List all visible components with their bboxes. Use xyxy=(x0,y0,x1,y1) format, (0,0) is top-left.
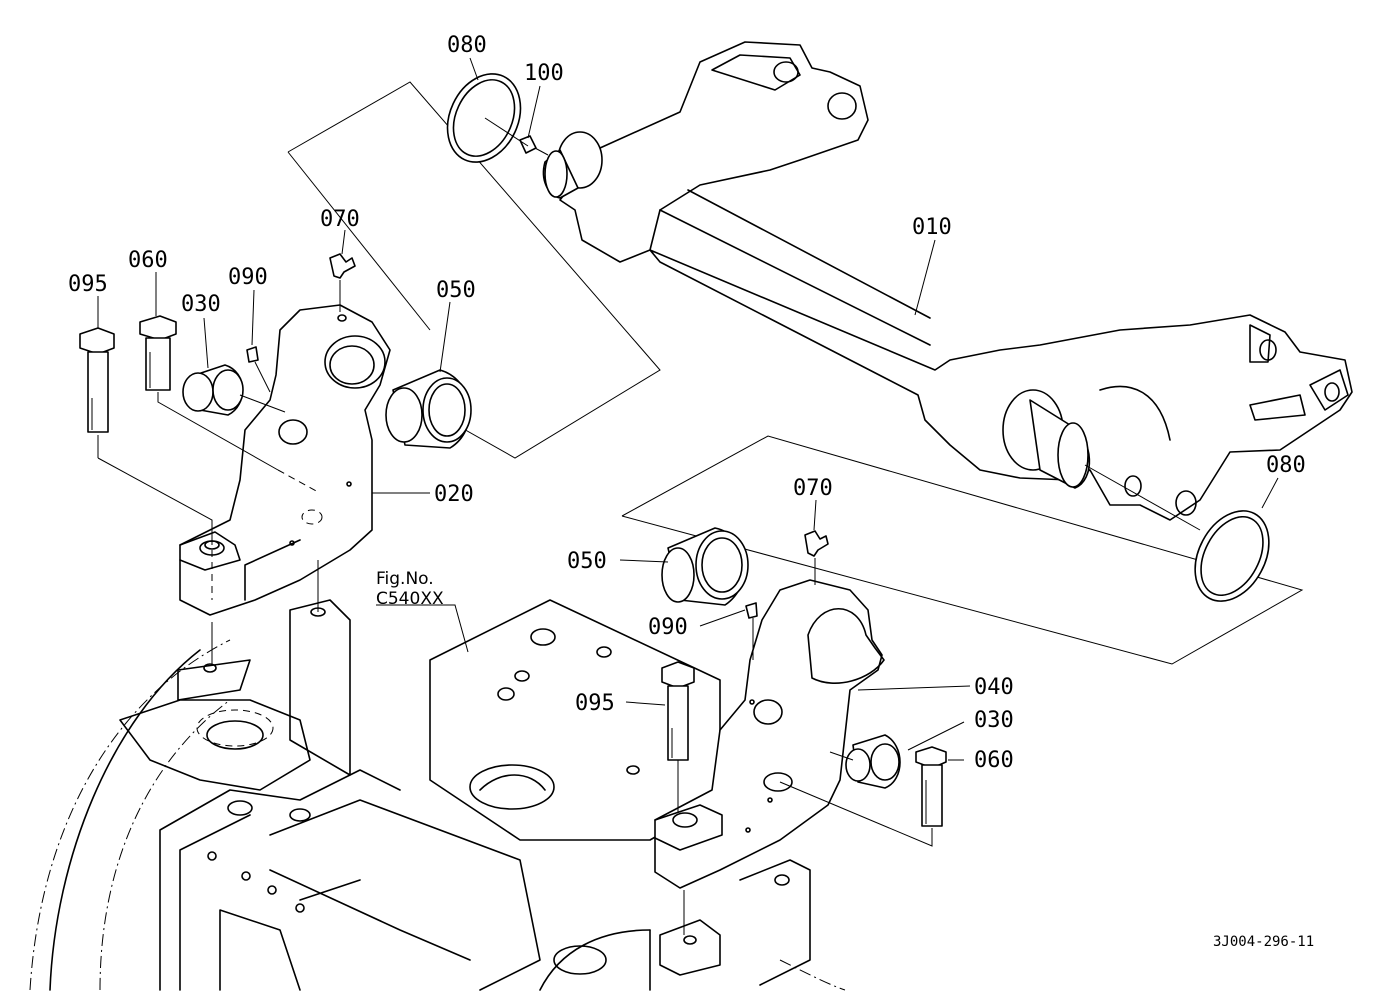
label-020: 020 xyxy=(434,482,474,507)
grease-nipple-070-right xyxy=(804,530,829,557)
label-095-left: 095 xyxy=(68,272,108,297)
axle-bracket-040 xyxy=(654,579,885,889)
bolt-095-right xyxy=(661,661,695,761)
grease-nipple-090-right xyxy=(745,602,758,619)
plug-100 xyxy=(519,135,537,154)
label-095-right: 095 xyxy=(575,691,615,716)
label-050-right: 050 xyxy=(567,549,607,574)
label-030-left: 030 xyxy=(181,292,221,317)
transmission-housing xyxy=(29,599,846,991)
axle-bracket-020 xyxy=(179,304,391,616)
figure-reference-line1: Fig.No. xyxy=(376,569,434,589)
label-070-right: 070 xyxy=(793,476,833,501)
bushing-030-left xyxy=(182,364,244,416)
label-070-left: 070 xyxy=(320,207,360,232)
front-axle-010 xyxy=(542,41,1353,521)
assembly-box-right xyxy=(621,435,1304,665)
drawing-code: 3J004-296-11 xyxy=(1213,934,1314,950)
o-ring-080-top xyxy=(446,73,522,163)
label-090-right: 090 xyxy=(648,615,688,640)
grease-nipple-070-left xyxy=(329,253,356,279)
bushing-050-left xyxy=(385,369,472,449)
assembly-lines xyxy=(97,117,1201,935)
o-ring-080-bottom xyxy=(1194,510,1270,602)
grease-nipple-090-left xyxy=(246,346,259,363)
bushing-030-right xyxy=(845,734,901,789)
figure-reference-line2: C540XX xyxy=(376,589,444,609)
bushing-050-right xyxy=(661,527,749,606)
label-090-left: 090 xyxy=(228,265,268,290)
bolt-060-left xyxy=(139,315,177,391)
leader-lines xyxy=(97,57,1279,761)
bolt-095-left xyxy=(79,327,115,433)
label-030-right: 030 xyxy=(974,708,1014,733)
assembly-box-left xyxy=(287,81,661,459)
bolt-060-right xyxy=(915,746,947,827)
label-050-left: 050 xyxy=(436,278,476,303)
label-010: 010 xyxy=(912,215,952,240)
label-080-top: 080 xyxy=(447,33,487,58)
part-labels: 080 100 010 070 060 090 095 030 050 020 … xyxy=(68,33,1306,773)
label-080-bottom: 080 xyxy=(1266,453,1306,478)
label-060-right: 060 xyxy=(974,748,1014,773)
label-060-left: 060 xyxy=(128,248,168,273)
label-100: 100 xyxy=(524,61,564,86)
label-040: 040 xyxy=(974,675,1014,700)
